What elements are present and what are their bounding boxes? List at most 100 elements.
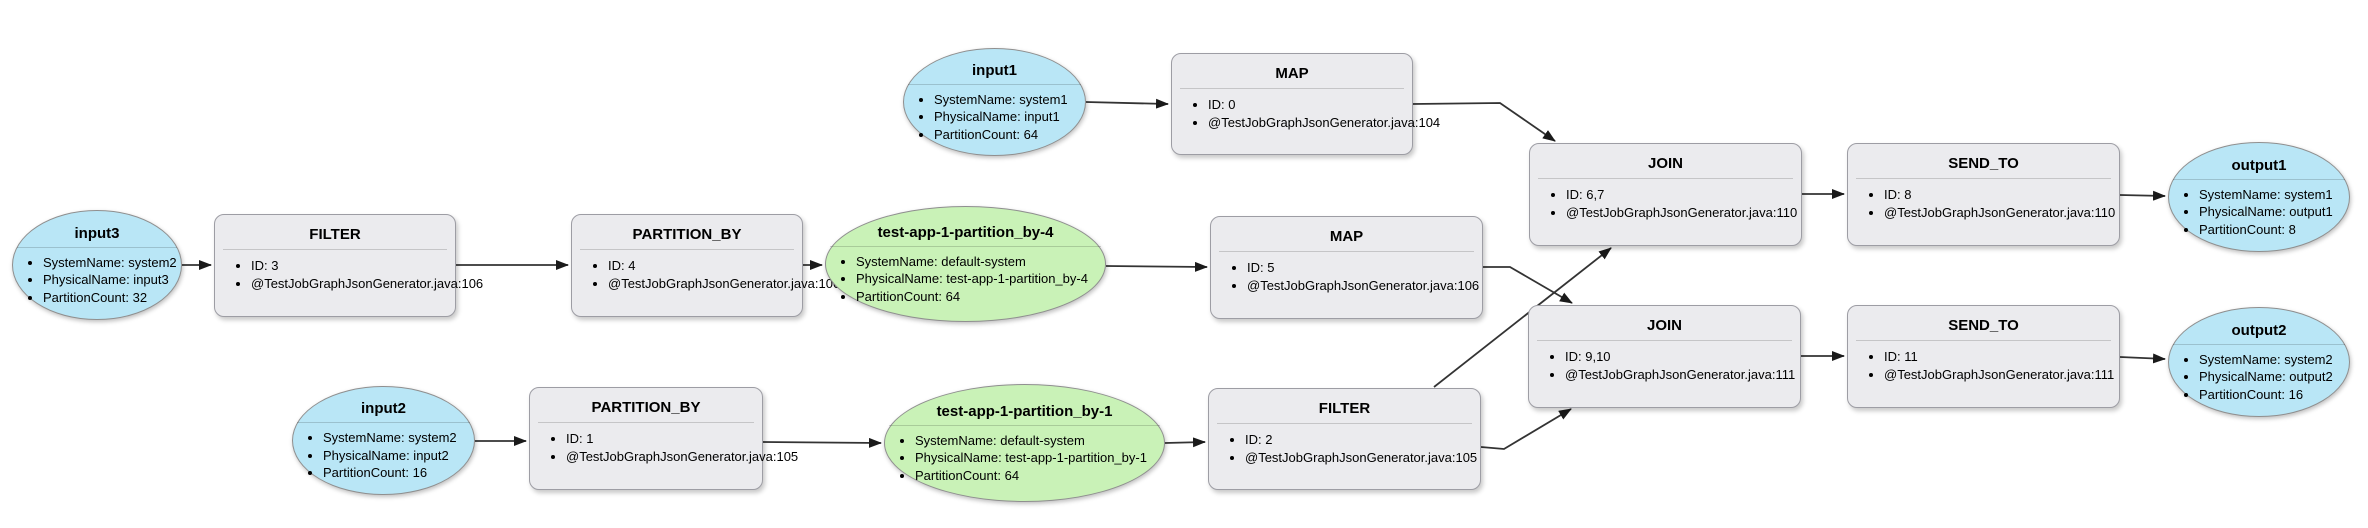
node-properties: ID: 5@TestJobGraphJsonGenerator.java:106: [1211, 259, 1482, 294]
node-title: MAP: [1329, 228, 1364, 245]
node-property: ID: 1: [566, 430, 762, 448]
edge-filter2-join910: [1480, 408, 1572, 450]
node-title: MAP: [1275, 65, 1309, 82]
node-property: PhysicalName: test-app-1-partition_by-1: [915, 449, 1164, 467]
node-divider: [538, 422, 754, 423]
node-title: test-app-1-partition_by-4: [877, 223, 1054, 241]
node-property: @TestJobGraphJsonGenerator.java:110: [1566, 204, 1801, 222]
node-property: ID: 0: [1208, 96, 1412, 114]
node-properties: SystemName: system1PhysicalName: input1P…: [904, 91, 1085, 144]
node-property: SystemName: system1: [934, 91, 1085, 109]
node-title: input2: [361, 400, 406, 418]
node-property: PartitionCount: 16: [323, 464, 474, 482]
node-divider: [1538, 178, 1793, 179]
node-property: PhysicalName: input1: [934, 108, 1085, 126]
node-property: ID: 6,7: [1566, 186, 1801, 204]
node-divider: [1219, 251, 1474, 252]
node-property: PartitionCount: 64: [915, 467, 1164, 485]
node-title: output2: [2231, 321, 2287, 339]
node-properties: SystemName: system1PhysicalName: output1…: [2169, 186, 2349, 239]
node-title: SEND_TO: [1948, 155, 2019, 172]
node-divider: [2173, 178, 2345, 180]
node-properties: ID: 0@TestJobGraphJsonGenerator.java:104: [1172, 96, 1440, 131]
node-divider: [1856, 178, 2111, 179]
node-property: @TestJobGraphJsonGenerator.java:106: [251, 275, 483, 293]
node-property: @TestJobGraphJsonGenerator.java:106: [1247, 277, 1482, 295]
node-divider: [1180, 88, 1404, 89]
node-properties: SystemName: system2PhysicalName: input3P…: [13, 254, 181, 307]
node-join67: JOIN ID: 6,7@TestJobGraphJsonGenerator.ja…: [1529, 143, 1802, 246]
node-property: ID: 5: [1247, 259, 1482, 277]
node-properties: SystemName: system2PhysicalName: output2…: [2169, 351, 2349, 404]
node-property: @TestJobGraphJsonGenerator.java:105: [1245, 449, 1480, 467]
node-properties: ID: 6,7@TestJobGraphJsonGenerator.java:1…: [1530, 186, 1801, 221]
node-property: PartitionCount: 8: [2199, 221, 2349, 239]
node-divider: [17, 246, 177, 248]
node-green1: test-app-1-partition_by-1SystemName: def…: [884, 384, 1165, 502]
node-divider: [889, 424, 1160, 426]
node-output2: output2SystemName: system2PhysicalName: …: [2168, 307, 2350, 417]
node-input3: input3SystemName: system2PhysicalName: i…: [12, 210, 182, 320]
node-property: SystemName: system1: [2199, 186, 2349, 204]
node-divider: [908, 83, 1081, 85]
node-divider: [830, 245, 1101, 247]
node-map0: MAP ID: 0@TestJobGraphJsonGenerator.java:…: [1171, 53, 1440, 155]
node-property: PartitionCount: 64: [856, 288, 1105, 306]
node-map5: MAP ID: 5@TestJobGraphJsonGenerator.java:…: [1210, 216, 1483, 319]
edge-map0-join67: [1412, 102, 1556, 142]
node-properties: ID: 9,10@TestJobGraphJsonGenerator.java:…: [1529, 348, 1800, 383]
node-property: PartitionCount: 32: [43, 289, 181, 307]
edge-sendto11-output2: [2119, 353, 2166, 364]
node-filter2: FILTERID: 2@TestJobGraphJsonGenerator.ja…: [1208, 388, 1481, 490]
node-title: input1: [972, 61, 1017, 79]
node-divider: [297, 422, 470, 424]
node-property: ID: 3: [251, 257, 455, 275]
node-title: test-app-1-partition_by-1: [936, 402, 1113, 420]
node-property: PartitionCount: 64: [934, 126, 1085, 144]
node-properties: ID: 11@TestJobGraphJsonGenerator.java:11…: [1848, 348, 2119, 383]
node-properties: ID: 1@TestJobGraphJsonGenerator.java:105: [530, 430, 798, 466]
node-input1: input1SystemName: system1PhysicalName: i…: [903, 48, 1086, 156]
node-filter3: FILTER ID: 3@TestJobGraphJsonGenerator.ja…: [214, 214, 483, 317]
node-join910: JOIN ID: 9,10@TestJobGraphJsonGenerator.j…: [1528, 305, 1801, 408]
node-property: ID: 8: [1884, 186, 2119, 204]
node-property: @TestJobGraphJsonGenerator.java:111: [1884, 366, 2119, 384]
node-input2: input2SystemName: system2PhysicalName: i…: [292, 386, 475, 495]
node-output1: output1SystemName: system1PhysicalName: …: [2168, 142, 2350, 252]
node-properties: ID: 8@TestJobGraphJsonGenerator.java:110: [1848, 186, 2119, 221]
edge-green4-map5: [1105, 261, 1208, 272]
node-property: @TestJobGraphJsonGenerator.java:106: [608, 275, 840, 293]
node-property: ID: 9,10: [1565, 348, 1800, 366]
node-sendto11: SEND_TO ID: 11@TestJobGraphJsonGenerator.…: [1847, 305, 2120, 408]
node-property: @TestJobGraphJsonGenerator.java:105: [566, 448, 798, 466]
node-pb4: PARTITION_BYID: 4@TestJobGraphJsonGenera…: [571, 214, 840, 317]
node-property: @TestJobGraphJsonGenerator.java:110: [1884, 204, 2119, 222]
node-property: PhysicalName: output1: [2199, 203, 2349, 221]
node-property: SystemName: default-system: [856, 253, 1105, 271]
node-title: JOIN: [1647, 155, 1683, 172]
node-divider: [580, 249, 794, 250]
node-title: output1: [2231, 156, 2287, 174]
node-title: FILTER: [309, 226, 361, 243]
node-property: ID: 11: [1884, 348, 2119, 366]
node-property: PhysicalName: input3: [43, 271, 181, 289]
edge-sendto8-output1: [2119, 190, 2166, 201]
node-property: PhysicalName: input2: [323, 447, 474, 465]
node-title: FILTER: [1318, 400, 1371, 417]
edge-green1-filter2: [1164, 437, 1206, 448]
node-property: @TestJobGraphJsonGenerator.java:111: [1565, 366, 1800, 384]
node-property: PhysicalName: output2: [2199, 368, 2349, 386]
edge-input1-map0: [1085, 98, 1169, 109]
node-title: JOIN: [1646, 317, 1682, 334]
node-divider: [1856, 340, 2111, 341]
node-divider: [223, 249, 447, 250]
node-title: SEND_TO: [1948, 317, 2019, 334]
node-green4: test-app-1-partition_by-4SystemName: def…: [825, 206, 1106, 322]
node-property: ID: 4: [608, 257, 802, 275]
node-divider: [1217, 423, 1472, 424]
edge-pb1-green1: [762, 437, 882, 448]
node-property: SystemName: system2: [2199, 351, 2349, 369]
node-properties: SystemName: system2PhysicalName: input2P…: [293, 429, 474, 482]
